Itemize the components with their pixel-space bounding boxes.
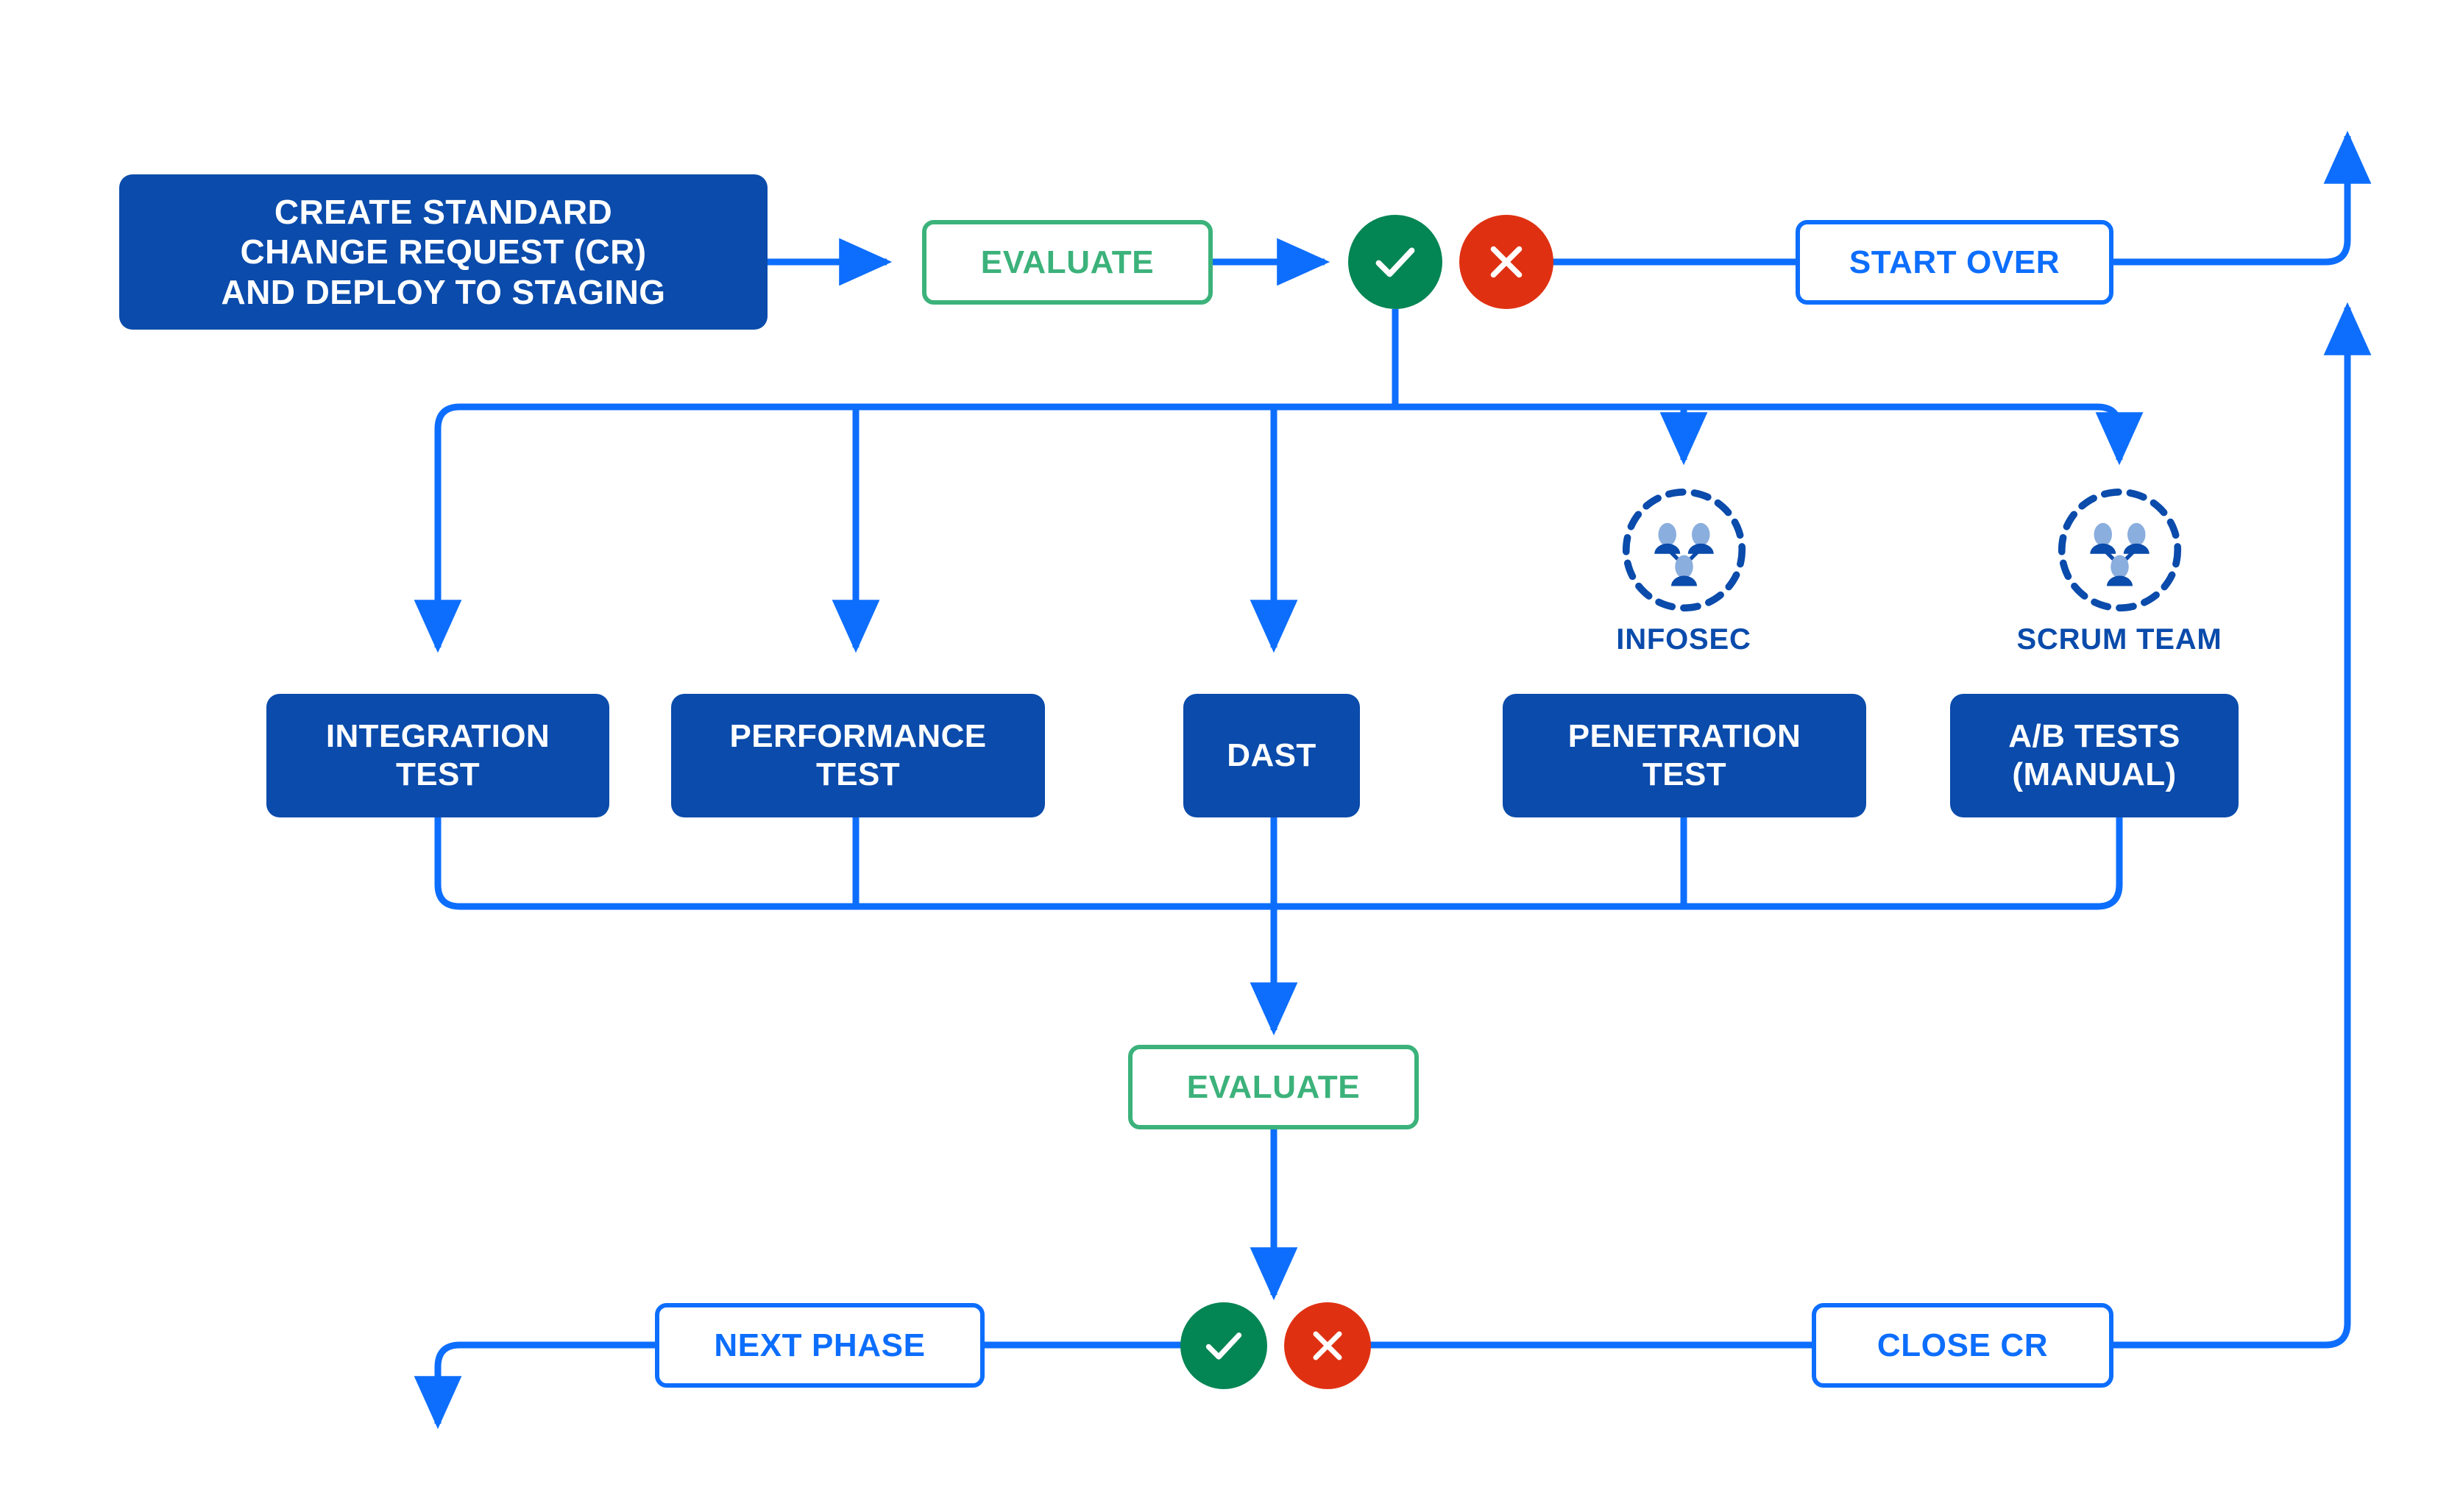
node-dast-label: DAST [1227, 737, 1316, 774]
node-start-over-label: START OVER [1849, 244, 2060, 280]
team-infosec: INFOSEC [1606, 486, 1761, 656]
team-of-three-icon [1622, 488, 1746, 612]
team-scrum: SCRUM TEAM [2016, 486, 2222, 656]
node-create-change-request-label: CREATE STANDARD CHANGE REQUEST (CR) AND … [221, 193, 666, 311]
node-dast[interactable]: DAST [1183, 694, 1360, 817]
node-evaluate-bottom-label: EVALUATE [1186, 1068, 1361, 1105]
check-icon [1375, 247, 1415, 277]
node-penetration-test[interactable]: PENETRATION TEST [1503, 694, 1866, 817]
node-ab-tests-label: A/B TESTS (MANUAL) [2008, 718, 2180, 792]
node-close-cr-label: CLOSE CR [1877, 1327, 2049, 1363]
node-create-change-request[interactable]: CREATE STANDARD CHANGE REQUEST (CR) AND … [119, 174, 768, 330]
node-evaluate-top-label: EVALUATE [980, 244, 1155, 280]
node-penetration-test-label: PENETRATION TEST [1567, 718, 1801, 792]
pass-check-bottom-icon[interactable] [1180, 1302, 1267, 1389]
fail-cross-bottom-icon[interactable] [1284, 1302, 1371, 1389]
node-close-cr[interactable]: CLOSE CR [1812, 1303, 2113, 1388]
node-evaluate-bottom[interactable]: EVALUATE [1128, 1045, 1419, 1129]
node-next-phase-label: NEXT PHASE [714, 1327, 926, 1363]
check-icon [1205, 1332, 1242, 1360]
node-start-over[interactable]: START OVER [1796, 220, 2113, 305]
node-performance-test-label: PERFORMANCE TEST [729, 718, 987, 792]
fail-cross-top-icon[interactable] [1459, 215, 1553, 309]
team-of-three-icon [2058, 488, 2181, 612]
node-next-phase[interactable]: NEXT PHASE [655, 1303, 985, 1388]
pass-check-top-icon[interactable] [1348, 215, 1442, 309]
team-infosec-label: INFOSEC [1616, 623, 1751, 656]
node-ab-tests[interactable]: A/B TESTS (MANUAL) [1950, 694, 2239, 817]
cross-icon [1490, 246, 1523, 278]
team-scrum-label: SCRUM TEAM [2016, 623, 2222, 656]
node-integration-test[interactable]: INTEGRATION TEST [266, 694, 609, 817]
cross-icon [1313, 1331, 1342, 1360]
node-integration-test-label: INTEGRATION TEST [325, 718, 550, 792]
node-performance-test[interactable]: PERFORMANCE TEST [671, 694, 1045, 817]
node-evaluate-top[interactable]: EVALUATE [922, 220, 1213, 305]
